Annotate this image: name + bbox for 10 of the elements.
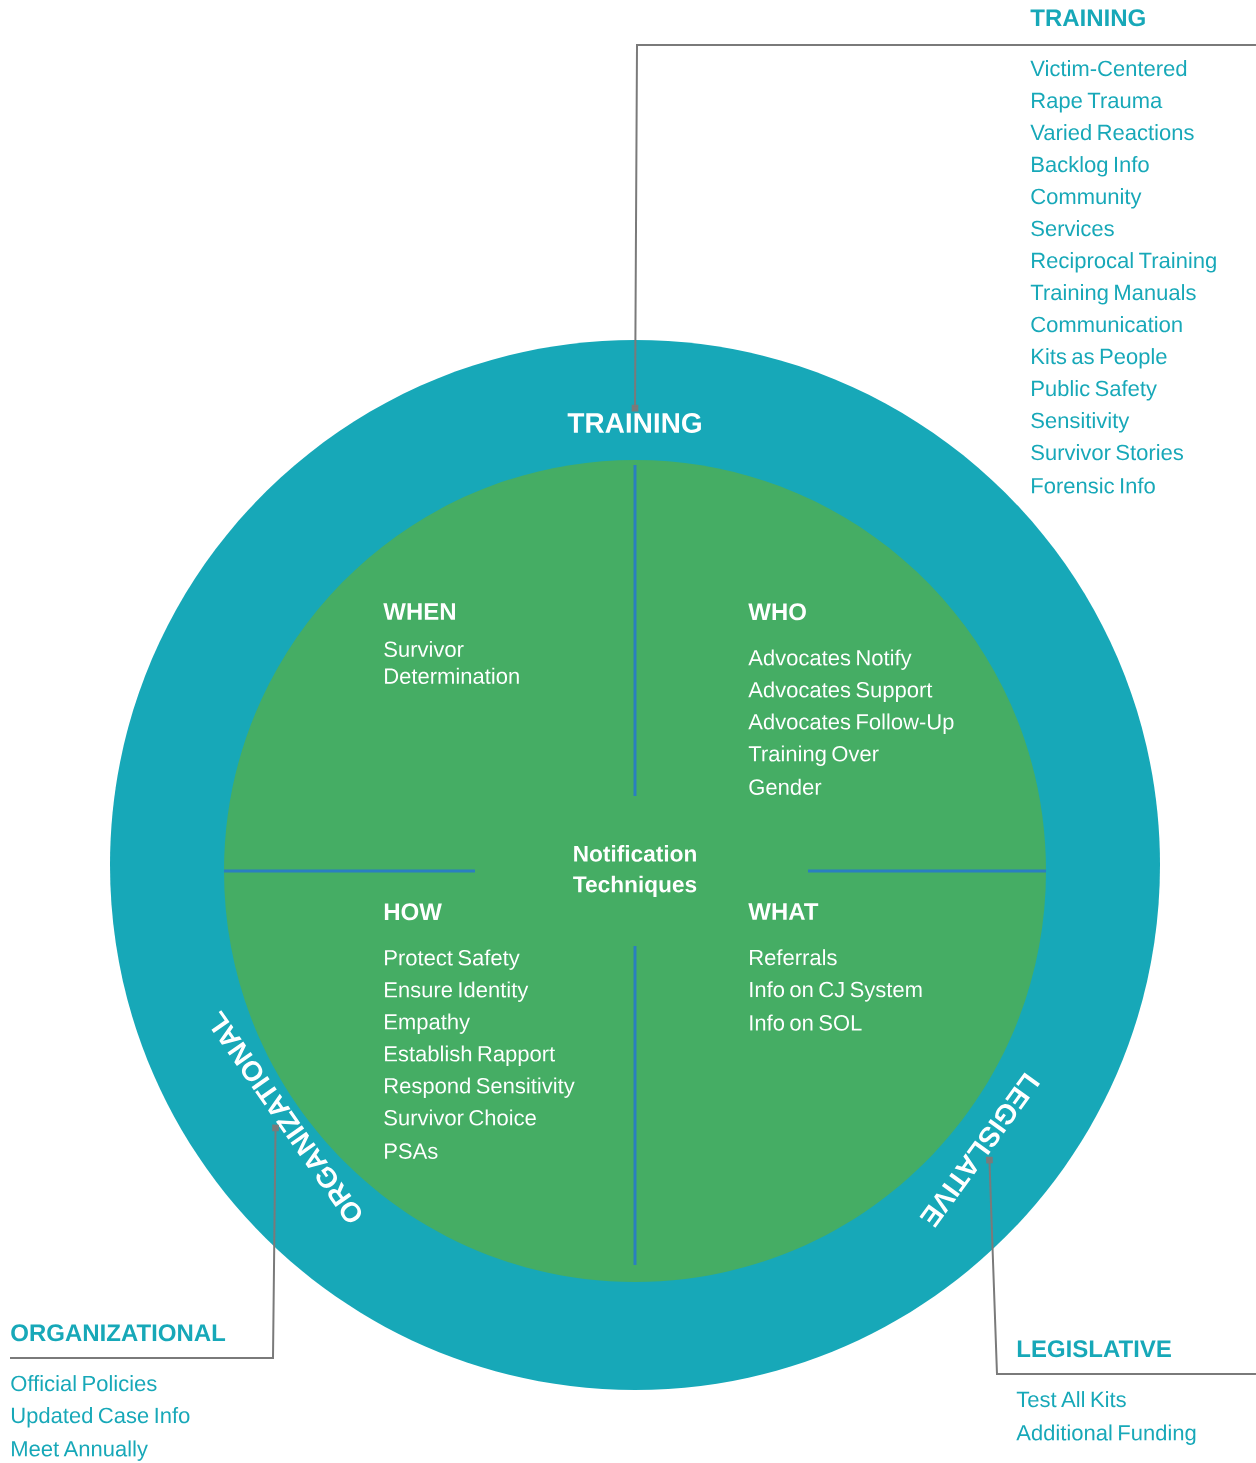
callout-text: ORGANIZATIONAL Official Policies Updated Case Info Meet Annually [11, 1324, 226, 1461]
leader-line [986, 1156, 1256, 1375]
callout-text: LEGISLATIVE Test All Kits Additional Funding [1016, 1340, 1196, 1445]
quadrant-text: WHO Advocates Notify Advocates Support Advocates Follow-Up Training Over Gender [748, 603, 954, 795]
leader-line [9, 1124, 279, 1359]
quadrant-text: HOW Protect Safety Ensure Identity Empathy Establish Rapport Respond Sensitivity Survivor Choice PSAs [384, 903, 575, 1159]
leader-line [631, 44, 1256, 412]
quadrant-text: WHAT Referrals Info on CJ System Info on SOL [748, 903, 922, 1031]
quadrant-text: WHEN Survivor Determination [383, 603, 519, 684]
ring-label: TRAINING [567, 413, 701, 433]
